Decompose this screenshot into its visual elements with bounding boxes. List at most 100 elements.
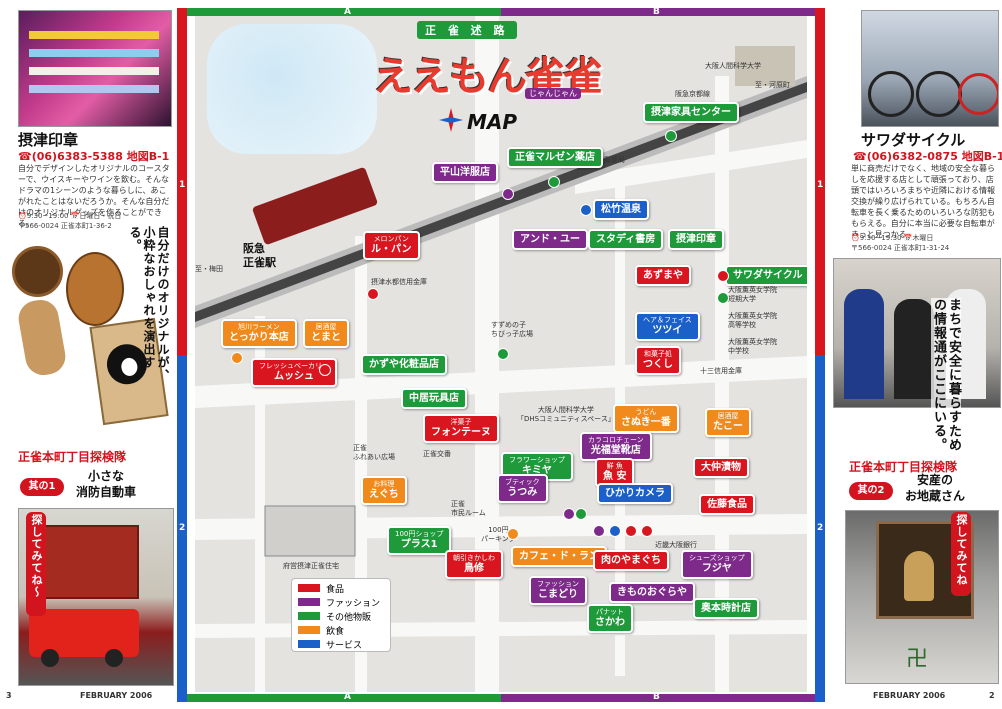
page-number: 3 bbox=[6, 691, 12, 700]
landmark-shinkin: 十三信用金庫 bbox=[700, 367, 742, 375]
photo-caption: 探してみてね bbox=[951, 512, 971, 596]
store-hikari-camera[interactable]: ひかりカメラ bbox=[597, 483, 673, 504]
store-pin[interactable] bbox=[507, 528, 519, 540]
store-pin[interactable] bbox=[625, 525, 637, 537]
store-pin[interactable] bbox=[563, 508, 575, 520]
compass-icon bbox=[439, 108, 463, 132]
landmark-housing: 府営摂津正雀住宅 bbox=[283, 562, 339, 570]
shop-tel: ☎(06)6383-5388 地図B-1 bbox=[18, 150, 170, 163]
grid-col-b-bottom: B bbox=[653, 692, 660, 702]
landmark-civic-room: 正雀 市民ルーム bbox=[451, 500, 486, 517]
map-title-ruby: じゃんじゃん bbox=[525, 88, 581, 99]
store-hirayama[interactable]: 平山洋服店 bbox=[432, 162, 498, 183]
legend-swatch-food bbox=[298, 584, 320, 592]
map-area: 正 雀 述 路 ええもん雀雀 じゃんじゃん MAP 阪急 正雀駅 至・梅田 阪急… bbox=[195, 16, 807, 692]
store-nakai-toys[interactable]: 中居玩具店 bbox=[401, 388, 467, 409]
store-pin[interactable] bbox=[717, 270, 729, 282]
shop-hours: ⏰9:30~19:30 📅木曜日 bbox=[851, 234, 934, 242]
landmark-junior-college: 大阪薫英女学院 短期大学 bbox=[728, 286, 777, 303]
store-tokkari[interactable]: 旭川ラーメンとっかり本店 bbox=[221, 319, 297, 348]
explore-title: 正雀本町丁目探検隊 bbox=[849, 460, 958, 474]
store-fujiya[interactable]: シューズショップフジヤ bbox=[681, 550, 753, 579]
store-tomato[interactable]: 居酒屋とまと bbox=[303, 319, 349, 348]
store-torishu[interactable]: 朝引きかしわ鳥修 bbox=[445, 550, 503, 579]
store-pin[interactable] bbox=[231, 352, 243, 364]
grid-row-1-right: 1 bbox=[817, 180, 824, 190]
staff-photo bbox=[833, 258, 1001, 408]
legend-label-food: 食品 bbox=[326, 585, 345, 595]
explore-subject: 安産の お地蔵さん bbox=[905, 473, 966, 503]
landmark-middle-school: 大阪薫英女学院 中学校 bbox=[728, 338, 777, 355]
store-utsumi[interactable]: ブティックうつみ bbox=[497, 474, 548, 503]
store-sato-foods[interactable]: 佐藤食品 bbox=[699, 494, 755, 515]
store-tsukushi[interactable]: 和菓子処つくし bbox=[635, 346, 681, 375]
store-pin[interactable] bbox=[497, 348, 509, 360]
landmark-bank: 摂津水都信用金庫 bbox=[371, 278, 427, 286]
store-eguchi[interactable]: お料理えぐち bbox=[361, 476, 407, 505]
store-pin[interactable] bbox=[641, 525, 653, 537]
store-okumoto[interactable]: 奥本時計店 bbox=[693, 598, 759, 619]
store-pin[interactable] bbox=[319, 364, 331, 376]
legend-label-service: サービス bbox=[326, 641, 363, 651]
store-yamaguchi[interactable]: 肉のやまぐち bbox=[593, 550, 669, 571]
store-pin[interactable] bbox=[367, 288, 379, 300]
photo-caption: 探してみてね～ bbox=[26, 512, 46, 616]
grid-row-1-left: 1 bbox=[179, 180, 186, 190]
grid-col-a-bottom: A bbox=[344, 692, 351, 702]
shop-address: 〒566-0024 正雀本町1-36-2 bbox=[18, 222, 112, 230]
store-plus-one[interactable]: 100円ショッププラス1 bbox=[387, 526, 452, 555]
footer-date: FEBRUARY 2006 bbox=[873, 691, 946, 700]
store-pin[interactable] bbox=[502, 188, 514, 200]
keychain-leather-image bbox=[12, 246, 63, 297]
store-komadori[interactable]: ファッションこまどり bbox=[529, 576, 587, 605]
legend-swatch-goods bbox=[298, 612, 320, 620]
landmark-plaza: 正雀 ふれあい広場 bbox=[353, 444, 395, 461]
store-tako[interactable]: 居酒屋たこー bbox=[705, 408, 751, 437]
direction-kawarabashi: 至・河原町 bbox=[755, 81, 790, 89]
store-and-you[interactable]: アンド・ユー bbox=[512, 229, 588, 250]
legend-swatch-dining bbox=[298, 626, 320, 634]
landmark-police-box: 正雀交番 bbox=[423, 450, 451, 458]
store-uoyasu[interactable]: 鮮 魚魚 安 bbox=[595, 458, 635, 487]
store-le-pain[interactable]: メロンパンル・パン bbox=[363, 231, 420, 260]
station-direction: 至・梅田 bbox=[195, 265, 223, 273]
store-pin[interactable] bbox=[575, 508, 587, 520]
store-pin[interactable] bbox=[548, 176, 560, 188]
map-frame: A B A B 1 2 1 2 bbox=[177, 7, 825, 702]
store-maruzen[interactable]: 正雀マルゼン薬店 bbox=[507, 147, 603, 168]
store-sanuki[interactable]: うどんさぬき一番 bbox=[613, 404, 679, 433]
landmark-community-space: 大阪人間科学大学 「DHSコミュニティスペース」 bbox=[517, 406, 615, 423]
store-pin[interactable] bbox=[665, 130, 677, 142]
store-pin[interactable] bbox=[580, 204, 592, 216]
explore-number-badge: 其の1 bbox=[20, 478, 64, 496]
legend: 食品 ファッション その他物販 飲食 サービス bbox=[291, 578, 391, 652]
store-azumaya[interactable]: あずまや bbox=[635, 265, 691, 286]
wooden-coaster-image bbox=[66, 252, 124, 326]
store-pin[interactable] bbox=[717, 292, 729, 304]
store-settsu-insho[interactable]: 摂津印章 bbox=[668, 229, 724, 250]
store-study-shobo[interactable]: スタディ書房 bbox=[588, 229, 664, 250]
shop-name: 摂津印章 bbox=[18, 131, 79, 149]
shop-hours: ⏰9:30~19:00 📅日曜日・祝日 bbox=[18, 212, 122, 220]
station-name: 阪急 正雀駅 bbox=[243, 242, 276, 269]
landmark-post-office: 正雀郵便局 bbox=[590, 156, 625, 164]
store-settsu-furniture[interactable]: 摂津家具センター bbox=[643, 102, 739, 123]
shop-description: 単に商売だけでなく、地域の安全な暮らしを応援する店として頑張っており、店頭ではい… bbox=[851, 164, 995, 239]
grid-row-2-right: 2 bbox=[817, 523, 824, 533]
landmark-high-school: 大阪薫英女学院 高等学校 bbox=[728, 312, 777, 329]
store-fontaine[interactable]: 洋菓子フォンテーヌ bbox=[423, 414, 499, 443]
store-shochiku-onsen[interactable]: 松竹温泉 bbox=[593, 199, 649, 220]
legend-swatch-fashion bbox=[298, 598, 320, 606]
store-ogura[interactable]: きものおぐらや bbox=[609, 582, 695, 603]
store-kofukudo[interactable]: カラコロチェーン光福堂靴店 bbox=[580, 432, 652, 461]
store-kazuya[interactable]: かずや化粧品店 bbox=[361, 354, 447, 375]
shop-photo-bicycles bbox=[861, 10, 999, 127]
store-sakawa[interactable]: パナットさかわ bbox=[587, 604, 633, 633]
store-sawada-cycle[interactable]: サワダサイクル bbox=[725, 265, 807, 286]
legend-label-dining: 飲食 bbox=[326, 627, 345, 637]
store-pin[interactable] bbox=[609, 525, 621, 537]
store-pin[interactable] bbox=[593, 525, 605, 537]
store-tsutsui[interactable]: ヘア＆フェイスツツイ bbox=[635, 312, 700, 341]
left-column: 摂津印章 ☎(06)6383-5388 地図B-1 自分でデザインしたオリジナル… bbox=[0, 0, 177, 709]
store-onaka[interactable]: 大仲漬物 bbox=[693, 457, 749, 478]
